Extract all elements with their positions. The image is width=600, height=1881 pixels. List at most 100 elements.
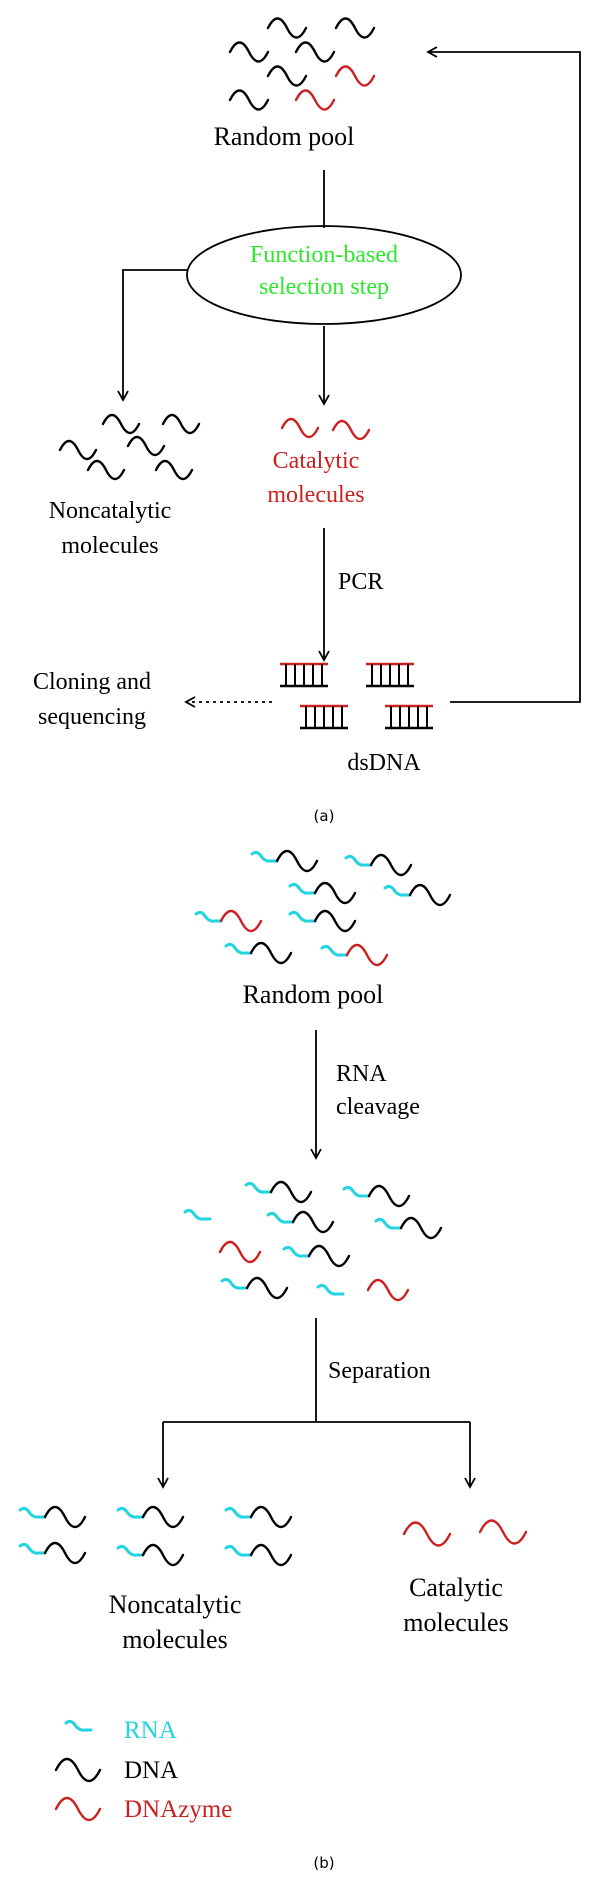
dsdna-label: dsDNA [347,750,421,776]
noncatalytic-label-2: molecules [61,533,158,559]
catalytic-label-1: Catalytic [273,448,360,474]
cleaved-molecule-2-dna-part [367,1184,411,1208]
noncatalytic-molecule-6 [154,459,194,481]
noncatalytic-b-molecule-3-rna-part [224,1506,253,1519]
noncatalytic-molecule-4 [126,435,166,457]
noncatalytic-label-1: Noncatalytic [49,498,172,524]
cleaved-dnazyme-1 [218,1240,262,1264]
noncatalytic-b-molecules [18,1505,293,1567]
noncatalytic-b-molecule-6-dna-part [249,1543,293,1567]
pool-molecule-1 [266,17,308,39]
cleaved-molecule-3-rna-part [266,1211,295,1224]
noncatalytic-b-molecule-1-rna-part [18,1506,47,1519]
cleaved-molecule-6-rna-part [220,1277,249,1290]
catalytic-b-label-1: Catalytic [409,1573,503,1602]
feedback-loop-arrow [426,46,581,703]
cleaved-molecule-4-rna-part [374,1217,403,1230]
noncatalytic-molecule-5 [86,459,126,481]
noncatalytic-b-molecule-5-rna-part [116,1544,145,1557]
noncatalytic-b-molecule-1-dna-part [43,1505,87,1529]
catalytic-b-molecules [402,1519,528,1547]
noncatalytic-b-label-1: Noncatalytic [109,1590,242,1619]
pool-b-molecule-7-rna-part [224,942,253,955]
pool-b-molecule-6-rna-part [288,910,317,923]
legend-rna-icon [64,1719,93,1732]
random-pool-molecules [228,17,376,111]
noncatalytic-b-molecule-6-rna-part [224,1544,253,1557]
pool-b-molecule-1-dna-part [275,849,319,873]
pcr-label: PCR [338,569,383,595]
pool-b-molecule-8-rna-part [320,944,349,957]
catalytic-b-molecule-2 [478,1519,528,1545]
pool-b-molecule-3-rna-part [288,882,317,895]
random-pool-label: Random pool [214,122,355,151]
legend-dna-label: DNA [124,1757,178,1784]
pool-molecule-5 [266,65,308,87]
pool-b-molecule-5-rna-part [194,910,223,923]
noncatalytic-b-molecule-4-dna-part [43,1541,87,1565]
noncatalytic-molecule-3 [58,439,98,461]
panel-b: Random pool RNA cleavage Separation Nonc… [18,849,528,1872]
cloning-label-1: Cloning and [33,669,151,695]
noncatalytic-b-molecule-2-dna-part [141,1505,185,1529]
random-pool-b-molecules [194,849,452,967]
rna-cleavage-label-1: RNA [336,1061,387,1087]
pool-molecule-8 [294,89,336,111]
pool-b-molecule-4-dna-part [408,883,452,907]
cleaved-molecule-3-dna-part [291,1210,335,1234]
pool-molecule-7 [228,89,270,111]
noncatalytic-b-molecule-3-dna-part [249,1505,293,1529]
pool-b-molecule-5-dna-part [219,909,263,933]
noncatalytic-b-molecule-2-rna-part [116,1506,145,1519]
pool-molecule-2 [334,17,376,39]
legend-dna-icon [54,1757,102,1783]
pool-b-molecule-4-rna-part [383,884,412,897]
noncatalytic-branch-arrow [117,269,187,402]
pool-molecule-6 [334,65,376,87]
cleaved-molecule-5-dna-part [307,1244,351,1268]
cleaved-molecule-6-dna-part [245,1276,289,1300]
noncatalytic-molecule-1 [101,413,141,435]
cleaved-molecules [183,1180,443,1302]
selection-step-label-2: selection step [259,274,389,300]
legend-rna-label: RNA [124,1717,177,1744]
panel-a: Random pool Function-based selection ste… [33,17,581,825]
pool-molecule-3 [228,41,270,63]
cleaved-rna-fragment-1 [183,1208,212,1221]
random-pool-b-label: Random pool [243,980,384,1009]
noncatalytic-molecule-2 [161,413,201,435]
cleaved-molecule-1-dna-part [269,1180,313,1204]
cleaved-rna-fragment-2 [316,1283,345,1296]
caption-b: (b) [313,1854,334,1872]
catalytic-molecule-2 [331,419,371,441]
catalytic-label-2: molecules [267,482,364,508]
noncatalytic-molecules [58,413,201,481]
dsdna-molecules [280,662,433,730]
selection-step-ellipse [186,225,462,325]
legend-dnazyme-icon [54,1796,102,1822]
cleaved-molecule-2-rna-part [342,1185,371,1198]
noncatalytic-b-label-2: molecules [122,1625,227,1654]
pool-b-molecule-2-dna-part [369,853,413,877]
caption-a: (a) [314,807,335,825]
catalytic-b-label-2: molecules [403,1608,508,1637]
legend [54,1719,102,1822]
pool-b-molecule-6-dna-part [313,909,357,933]
pool-b-molecule-8-dna-part [345,943,389,967]
separation-label: Separation [328,1358,431,1384]
pool-b-molecule-1-rna-part [250,850,279,863]
noncatalytic-b-molecule-4-rna-part [18,1542,47,1555]
cleaved-molecule-4-dna-part [399,1216,443,1240]
selection-step-label-1: Function-based [250,242,398,268]
noncatalytic-b-molecule-5-dna-part [141,1543,185,1567]
pool-b-molecule-3-dna-part [313,881,357,905]
catalytic-molecules [280,417,371,441]
catalytic-molecule-1 [280,417,320,439]
catalytic-b-molecule-1 [402,1521,452,1547]
cleaved-dnazyme-2 [366,1278,410,1302]
pool-b-molecule-7-dna-part [249,941,293,965]
rna-cleavage-label-2: cleavage [336,1094,420,1120]
pool-molecule-4 [294,41,336,63]
pool-b-molecule-2-rna-part [344,854,373,867]
